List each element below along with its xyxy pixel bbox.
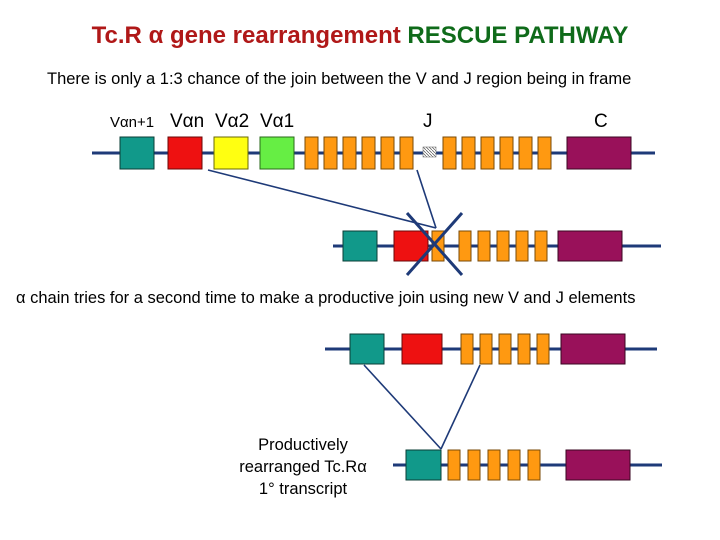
segment-j [323,136,338,170]
segment-v-1 [259,136,295,170]
segment-v-n-plus-1 [119,136,155,170]
segment-j [527,449,541,481]
productive-rearrangement [393,449,662,481]
segment-v-n-plus-1 [349,333,385,365]
subtitle: There is only a 1:3 chance of the join b… [47,70,632,88]
segment-c [560,333,626,365]
segment-j [534,230,548,262]
page-title: Tc.R α gene rearrangement RESCUE PATHWAY [0,22,720,50]
segment-c [566,136,632,170]
segment-j [447,449,461,481]
join-line [416,169,437,229]
segment-j [507,449,521,481]
segment-j [361,136,376,170]
second-attempt-locus [325,333,657,365]
caption-line-1: Productively [258,436,348,454]
segment-j [499,136,514,170]
label-v-2: Vα2 [215,111,250,132]
title-middle: gene rearrangement [163,22,408,49]
segment-j [517,333,531,365]
join-line [207,169,437,229]
label-v-1: Vα1 [260,111,295,132]
label-j: J [423,111,433,132]
title-alpha: α [148,22,164,49]
segment-j [467,449,481,481]
caption-line-3: 1° transcript [258,480,348,498]
segment-v-n [401,333,443,365]
segment-j [380,136,395,170]
segment-j [518,136,533,170]
second-attempt-text: α chain tries for a second time to make … [16,289,636,307]
segment-j [515,230,529,262]
join-line [440,364,481,450]
segment-v-n-plus-1 [342,230,378,262]
failed-join-cross-icon [405,212,464,276]
segment-j [442,136,457,170]
segment-j [487,449,501,481]
first-rearrangement [333,212,661,276]
label-v-n: Vαn [170,111,205,132]
segment-j [537,136,552,170]
label-v-n-plus-1: Vαn+1 [110,114,155,131]
segment-j [536,333,550,365]
segment-j [498,333,512,365]
germline-locus [92,136,655,170]
segment-j [458,230,472,262]
label-c: C [594,111,608,132]
segment-j [461,136,476,170]
caption-line-2: rearranged Tc.Rα [239,458,367,476]
segment-v-2 [213,136,249,170]
segment-c [565,449,631,481]
segment-v-n [167,136,203,170]
segment-j [460,333,474,365]
title-rescue-pathway: RESCUE PATHWAY [407,22,629,49]
segment-j [496,230,510,262]
segment-v-n-plus-1 [405,449,442,481]
productive-caption: Productively rearranged Tc.Rα 1° transcr… [218,434,388,500]
title-prefix: Tc.R [91,22,149,49]
segment-j [342,136,357,170]
join-line [363,364,442,450]
deleted-j-segment [422,146,437,158]
segment-j [479,333,493,365]
segment-j [477,230,491,262]
segment-j [480,136,495,170]
segment-c [557,230,623,262]
segment-j [399,136,414,170]
segment-j [304,136,319,170]
